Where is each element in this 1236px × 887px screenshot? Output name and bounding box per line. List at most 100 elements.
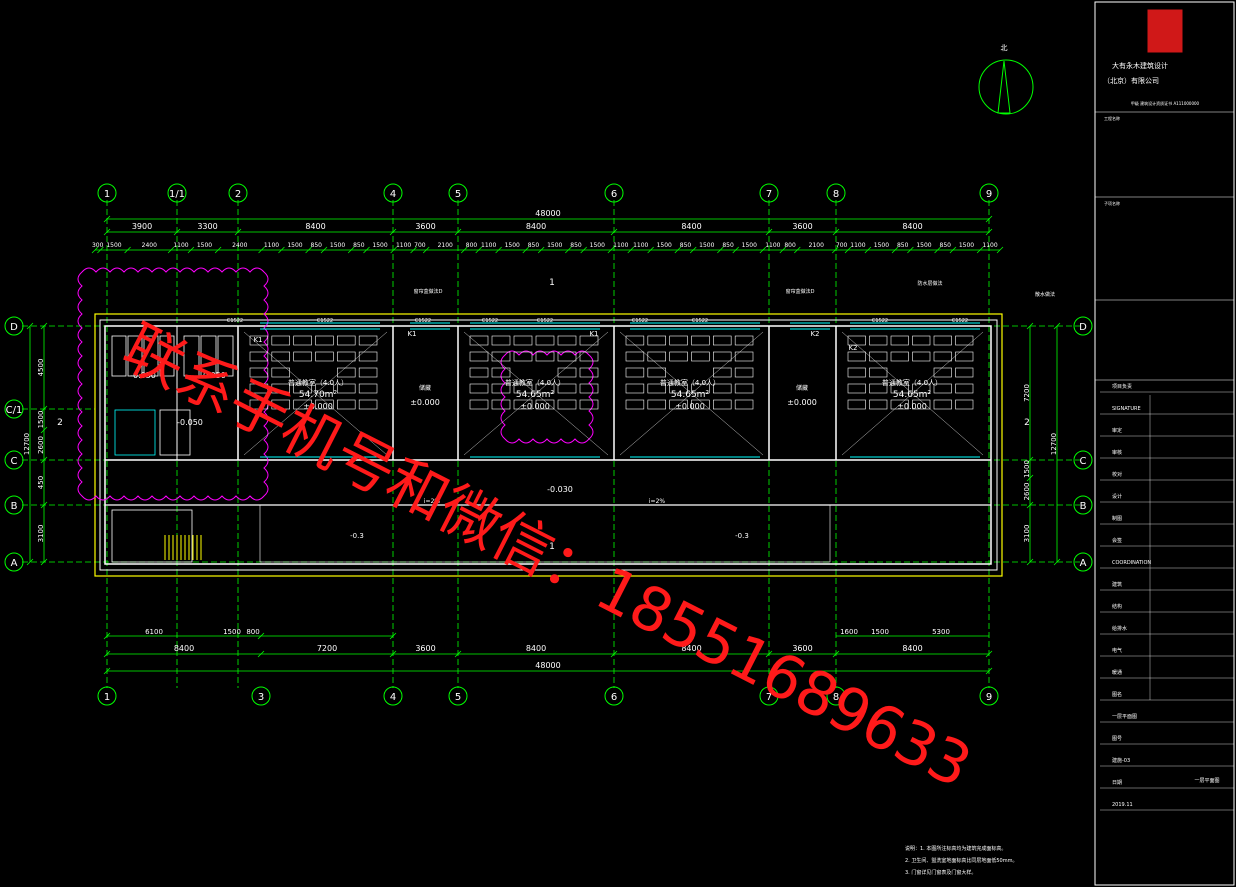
classroom-diagonal [841, 331, 984, 456]
dim-top-bays-tick [389, 228, 397, 236]
dim-top-detail-text: 1100 [173, 242, 188, 249]
callout-label: 窗帘盒做法D [786, 288, 815, 295]
desk [358, 351, 378, 362]
dim-right-text: 2600 [1023, 483, 1031, 501]
desk [625, 399, 645, 410]
dim-top-detail-text: 850 [680, 242, 692, 249]
dim-left-total-tick [26, 558, 34, 566]
dim-bottom-bays-text: 8400 [902, 644, 922, 653]
desk [469, 351, 489, 362]
door-tag: K2 [810, 330, 819, 338]
toilet-elevation: -0.050 [200, 371, 226, 380]
dim-right-total-tick [1053, 558, 1061, 566]
dim-bottom-bays-tick [389, 650, 397, 658]
north-arrow: 北 [978, 44, 1034, 115]
title-row-label: SIGNATURE [1112, 406, 1141, 412]
room-elevation: ±0.000 [675, 402, 705, 411]
grid-bubble-top-label: 1 [104, 189, 110, 200]
grid-bubble-left-label: D [10, 322, 18, 333]
dim-bottom-sub-text: 1500 [871, 628, 889, 636]
desk [249, 351, 269, 362]
dim-top-detail-text: 850 [353, 242, 365, 249]
desk [890, 399, 909, 410]
dim-top-detail-text: 850 [940, 242, 952, 249]
window-tag: C1522 [872, 318, 888, 324]
dim-top-detail-tick [410, 246, 417, 254]
grid-bubble-top-circle [826, 183, 846, 203]
dim-bottom-sub-left-tick [257, 632, 265, 640]
grid-bubble-bottom-label: 5 [455, 692, 461, 703]
outer-parapet [94, 313, 1003, 577]
room-area: 54.65m² [893, 390, 932, 400]
grid-bubble-top-label: 9 [986, 189, 992, 200]
desk [669, 351, 688, 362]
dim-right-text: 3100 [1023, 525, 1031, 543]
desk [847, 383, 866, 394]
desk [669, 399, 688, 410]
dim-right-tick [1026, 322, 1034, 330]
grid-bubble-left-circle [4, 399, 24, 419]
grid-bubble-right-circle [1073, 552, 1093, 572]
desk [358, 383, 378, 394]
storage-name: 储藏 [796, 384, 808, 392]
desk [513, 351, 533, 362]
drawing-notes: 说明：1. 本图所注标高均为建筑完成面标高。2. 卫生间、盥洗室地面标高比同层地… [905, 845, 1017, 876]
title-row-label: 图号 [1112, 736, 1122, 742]
dim-bottom-sub-left-tick [103, 632, 111, 640]
title-row-label: 图名 [1112, 691, 1122, 698]
dim-top-bays-text: 3600 [792, 222, 812, 231]
title-row-label: 日期 [1112, 780, 1122, 786]
desk [691, 399, 710, 410]
grid-bubble-right-label: B [1080, 501, 1087, 512]
title-row-label: 一层平面图 [1112, 714, 1137, 720]
desk [293, 335, 312, 346]
dim-top-detail-tick [580, 246, 587, 254]
dim-top-detail-tick [891, 246, 899, 254]
grid-bubble-bottom-circle [979, 686, 999, 706]
grid-bubble-bottom-circle [826, 686, 846, 706]
grid-bubble-bottom-label: 3 [258, 692, 264, 703]
desk [249, 367, 269, 378]
room-name: 普通教室（4.0人） [505, 378, 565, 387]
dim-top-detail-tick [844, 246, 852, 254]
desk [491, 351, 511, 362]
dim-top-bays-text: 3300 [197, 222, 217, 231]
desk [691, 335, 710, 346]
dim-right-text: 1500 [1023, 460, 1031, 478]
dim-top-detail-text: 1500 [916, 242, 931, 249]
toilet-stall [111, 335, 127, 377]
dim-left-tick [40, 558, 48, 566]
dim-top-detail-tick [390, 246, 397, 254]
dim-top-detail-tick [91, 246, 99, 254]
dim-top-detail-tick [674, 246, 682, 254]
dim-bottom-bays-tick [454, 650, 462, 658]
dim-top-detail-text: 1500 [330, 242, 345, 249]
desk [337, 367, 356, 378]
desk [955, 367, 974, 378]
dim-top-detail-text: 850 [311, 242, 323, 249]
dim-left-tick [40, 405, 48, 413]
dim-top-bays-text: 8400 [902, 222, 922, 231]
dim-top-detail-tick [732, 246, 740, 254]
desk [691, 351, 710, 362]
window-tag: C1522 [952, 318, 968, 324]
dim-top-detail-text: 850 [528, 242, 540, 249]
desk [869, 399, 888, 410]
dim-top-detail-text: 1100 [481, 242, 496, 249]
dim-top-detail-text: 2400 [142, 242, 157, 249]
toilet-stall [183, 335, 200, 377]
dim-left-text: 3100 [37, 525, 45, 543]
grid-bubble-bottom-circle [251, 686, 271, 706]
dim-top-detail-tick [167, 246, 175, 254]
desk [713, 383, 732, 394]
dim-top-detail-tick [934, 246, 941, 254]
desk [955, 383, 974, 394]
window-tag: C1522 [227, 318, 243, 324]
dim-top-detail-text: 1100 [613, 242, 628, 249]
dim-left-tick [40, 501, 48, 509]
company-certificate: 甲级 建筑设计资质证书 A111000000 [1131, 100, 1200, 106]
dim-bottom-sub-left-tick [389, 632, 397, 640]
dim-left-text: 2600 [37, 436, 45, 454]
